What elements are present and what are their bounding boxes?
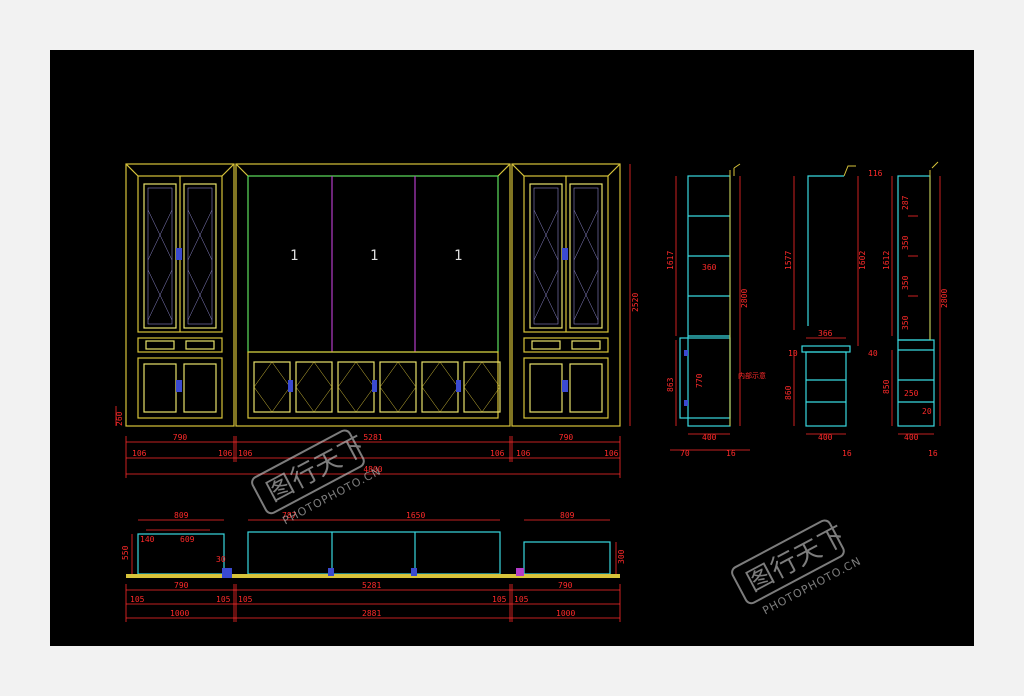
side-section-1: 1617 2800 863 360 770 内部示意 400 70 16 xyxy=(666,163,766,458)
dim-label: 106 xyxy=(218,449,233,458)
dim-label: 106 xyxy=(238,449,253,458)
handle-icon xyxy=(684,350,688,356)
dim-label: 1000 xyxy=(170,609,189,618)
dim-label: 105 xyxy=(130,595,145,604)
dim-label: 1577 xyxy=(784,251,793,270)
dim-label: 400 xyxy=(904,433,919,442)
dim-label: 4800 xyxy=(363,465,382,474)
dim-label: 863 xyxy=(666,377,675,392)
side-section-2: 116 1577 1602 860 366 10 40 400 16 xyxy=(784,165,883,458)
handle-icon xyxy=(372,380,377,392)
dim-label: 1617 xyxy=(666,251,675,270)
dim-label: 350 xyxy=(901,235,910,250)
dim-label: 2520 xyxy=(631,293,640,312)
watermark-logo: 图行天下 PHOTOPHOTO.CN xyxy=(731,519,864,617)
dim-label: 350 xyxy=(901,315,910,330)
handle-icon xyxy=(456,380,461,392)
dim-label: 2800 xyxy=(740,289,749,308)
handle-icon xyxy=(562,248,568,260)
dim-label: 400 xyxy=(702,433,717,442)
section-note: 内部示意 xyxy=(738,371,766,380)
dim-label: 10 xyxy=(788,349,798,358)
dim-label: 105 xyxy=(216,595,231,604)
dim-label: 809 xyxy=(174,511,189,520)
elevation-mark: 1 xyxy=(454,248,462,264)
handle-icon xyxy=(176,380,182,392)
dim-label: 116 xyxy=(868,169,883,178)
handle-icon xyxy=(411,568,417,576)
dim-label: 609 xyxy=(180,535,195,544)
dim-label: 300 xyxy=(617,549,626,564)
dim-label: 287 xyxy=(901,195,910,210)
dim-label: 40 xyxy=(868,349,878,358)
dim-label: 5281 xyxy=(363,433,382,442)
dim-label: 106 xyxy=(490,449,505,458)
handle-icon xyxy=(516,568,524,576)
dim-label: 70 xyxy=(680,449,690,458)
side-section-3: 1612 2800 850 287 350 350 350 250 20 400… xyxy=(882,161,949,458)
handle-icon xyxy=(288,380,293,392)
dim-label: 1000 xyxy=(556,609,575,618)
elevation-mark: 1 xyxy=(370,248,378,264)
dim-label: 1612 xyxy=(882,251,891,270)
dim-label: 2881 xyxy=(362,609,381,618)
handle-icon xyxy=(684,400,688,406)
dim-label: 350 xyxy=(901,275,910,290)
dim-label: 1650 xyxy=(406,511,425,520)
drawing-canvas: 1 1 1 xyxy=(50,50,974,646)
dim-label: 106 xyxy=(604,449,619,458)
dim-label: 5281 xyxy=(362,581,381,590)
cad-drawing: 1 1 1 xyxy=(115,161,949,622)
handle-icon xyxy=(222,568,232,578)
dim-label: 400 xyxy=(818,433,833,442)
dim-label: 1602 xyxy=(858,251,867,270)
dim-label: 550 xyxy=(121,545,130,560)
dim-label: 20 xyxy=(922,407,932,416)
dim-label: 809 xyxy=(560,511,575,520)
dim-label: 106 xyxy=(516,449,531,458)
plan-view: 809 787 1650 809 140 609 550 30 300 790 … xyxy=(121,511,626,622)
dim-label: 790 xyxy=(173,433,188,442)
plan-base xyxy=(126,574,620,578)
dim-label: 366 xyxy=(818,329,833,338)
dim-label: 16 xyxy=(726,449,736,458)
dim-label: 105 xyxy=(238,595,253,604)
dim-label: 105 xyxy=(514,595,529,604)
elevation-mark: 1 xyxy=(290,248,298,264)
dim-label: 787 xyxy=(282,511,297,520)
dim-label: 16 xyxy=(842,449,852,458)
dim-label: 105 xyxy=(492,595,507,604)
dim-label: 30 xyxy=(216,555,226,564)
dim-label: 860 xyxy=(784,385,793,400)
dim-label: 250 xyxy=(904,389,919,398)
dim-label: 2800 xyxy=(940,289,949,308)
dim-label: 360 xyxy=(702,263,717,272)
handle-icon xyxy=(176,248,182,260)
dim-label: 790 xyxy=(558,581,573,590)
dim-label: 106 xyxy=(132,449,147,458)
front-elevation: 1 1 1 xyxy=(115,163,640,478)
dim-label: 790 xyxy=(559,433,574,442)
dim-label: 850 xyxy=(882,379,891,394)
dim-label: 260 xyxy=(115,411,124,426)
dim-label: 140 xyxy=(140,535,155,544)
handle-icon xyxy=(562,380,568,392)
handle-icon xyxy=(328,568,334,576)
dim-label: 770 xyxy=(695,373,704,388)
dim-label: 16 xyxy=(928,449,938,458)
elevation-dimension-lines xyxy=(115,164,631,478)
dim-label: 790 xyxy=(174,581,189,590)
